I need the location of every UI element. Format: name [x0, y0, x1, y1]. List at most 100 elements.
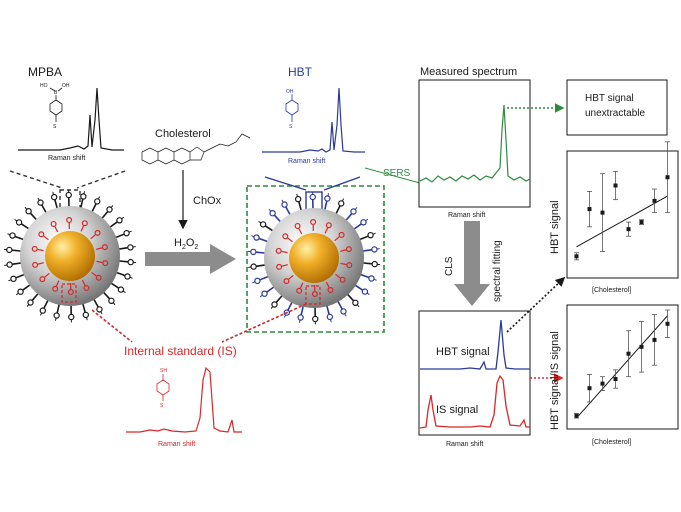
ligand-stem	[354, 284, 364, 291]
middle-gold-core	[289, 233, 339, 283]
ligand-ring	[326, 313, 334, 321]
ligand-stem	[264, 225, 274, 232]
ligand-stem	[101, 210, 109, 219]
ligand-head	[128, 230, 132, 233]
ligand-ring	[352, 299, 359, 307]
is-ligand-ring	[32, 261, 39, 268]
ligand-ring	[368, 275, 375, 282]
ligand-stem	[29, 212, 37, 221]
left-mpba-ligands	[3, 189, 137, 323]
is-ligand-stem	[281, 264, 288, 267]
ligand-stem	[93, 298, 99, 308]
is-ligand-ring	[282, 233, 289, 240]
hbt-signal-chart-xlabel: [Cholesterol]	[592, 287, 631, 294]
is-ligand-ring	[101, 244, 108, 251]
is-ligand-stem	[90, 234, 96, 240]
data-point	[587, 386, 592, 391]
ligand-ring	[106, 206, 113, 213]
ligand-head	[15, 292, 19, 296]
decomposed-spectra-panel	[418, 310, 531, 436]
is-ligand-stem	[287, 237, 293, 243]
ligand-ring	[250, 263, 257, 270]
measured-spectrum-panel	[418, 79, 531, 208]
ligand-ring	[371, 246, 378, 253]
ligand-ring	[37, 199, 44, 206]
data-point	[613, 377, 618, 381]
is-ligand-stem	[81, 279, 86, 286]
is-ligand-stem	[335, 273, 341, 279]
is-ligand-stem	[44, 272, 50, 278]
svg-text:OH: OH	[62, 83, 70, 89]
sers-connector	[364, 167, 421, 184]
ligand-ring	[259, 221, 267, 228]
fit-line	[576, 195, 668, 248]
sers-label: SERS	[383, 168, 411, 179]
ligand-stem	[285, 206, 291, 216]
ligand-stem	[345, 212, 353, 221]
is-ligand-stem	[281, 250, 288, 254]
is-ligand-stem	[37, 262, 44, 265]
ligand-head	[251, 235, 255, 238]
ligand-head	[8, 279, 12, 282]
hbt-label: HBT	[288, 65, 313, 79]
ligand-stem	[15, 273, 25, 279]
ligand-head	[299, 319, 301, 323]
ligand-stem	[31, 293, 39, 302]
is-signal-label: IS signal	[436, 404, 478, 416]
is-ligand-ring	[94, 229, 101, 236]
is-ligand-ring	[102, 260, 109, 267]
reaction-arrow	[145, 244, 236, 274]
ligand-ring	[123, 229, 130, 237]
data-point	[665, 175, 670, 180]
left-is-ligands	[31, 217, 109, 295]
ligand-head	[372, 232, 376, 235]
svg-text:SH: SH	[160, 368, 167, 374]
ligand-stem	[116, 271, 126, 277]
ligand-head	[14, 219, 18, 222]
ligand-head	[37, 197, 40, 201]
is-ligand-stem	[96, 260, 103, 264]
ligand-head	[327, 193, 329, 197]
data-point	[665, 321, 670, 326]
ligand-stem	[259, 275, 269, 281]
ligand-ring	[116, 217, 123, 224]
ligand-head	[356, 304, 360, 307]
data-point	[587, 207, 592, 212]
is-ligand-stem	[91, 271, 97, 277]
ligand-stem	[362, 262, 373, 265]
cls-label: CLS	[444, 256, 455, 276]
is-raman-shift-label: Raman shift	[158, 441, 195, 448]
ligand-head	[373, 278, 377, 281]
measured-raman-shift-label: Raman shift	[448, 212, 485, 219]
ligand-ring	[253, 234, 260, 241]
ligand-ring	[367, 231, 374, 239]
is-fitted-spectrum	[419, 374, 530, 429]
ligand-head	[100, 311, 103, 315]
ligand-stem	[20, 223, 30, 230]
svg-text:HO: HO	[40, 83, 48, 89]
hbt-signal-chart-frame	[566, 150, 679, 279]
is-ligand-stem	[334, 236, 340, 242]
is-ligand-ring	[66, 217, 73, 224]
is-molecule-icon: SH S	[156, 368, 170, 409]
is-ligand-ring	[346, 262, 353, 269]
is-ligand-stem	[37, 248, 44, 252]
is-ligand-ring	[276, 263, 283, 270]
ligand-head	[258, 221, 262, 224]
ligand-stem	[360, 273, 370, 279]
is-ligand-stem	[324, 227, 329, 234]
is-ligand-ring	[52, 285, 59, 292]
ligand-stem	[275, 295, 283, 304]
ligand-stem	[273, 214, 281, 223]
is-connector-left	[91, 309, 133, 343]
data-point	[652, 337, 657, 342]
data-point	[600, 210, 605, 215]
ligand-ring	[124, 273, 131, 280]
is-ligand-ring	[296, 287, 303, 294]
ligand-stem	[82, 303, 86, 313]
is-ligand-stem	[325, 281, 330, 288]
data-point	[639, 220, 644, 225]
is-ligand-ring	[310, 219, 317, 226]
ligand-ring	[254, 277, 261, 285]
